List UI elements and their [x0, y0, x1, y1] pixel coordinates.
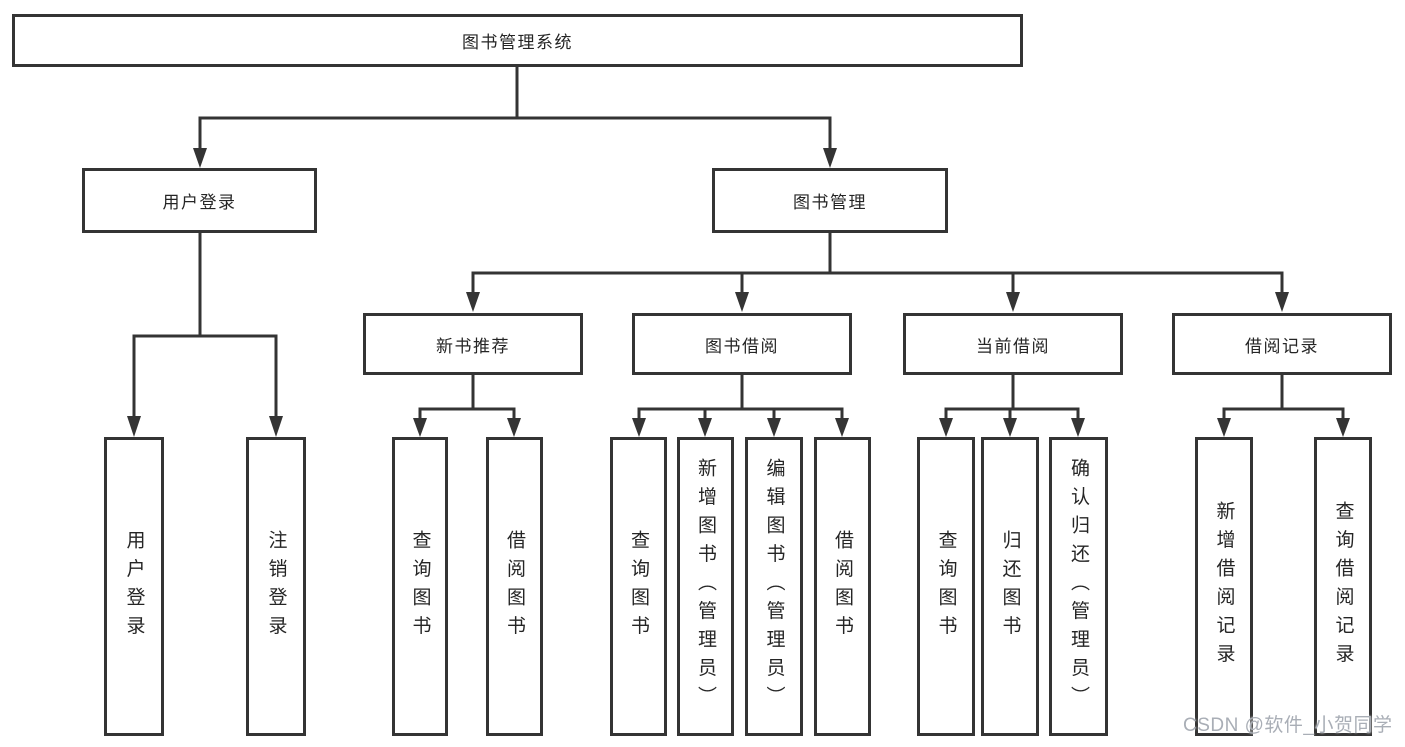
node-leaf-edit-books-admin: 编辑图书（管理员）: [745, 437, 803, 736]
node-current-borrowing-label: 当前借阅: [976, 336, 1050, 356]
node-leaf-logout-label: 注销登录: [265, 529, 287, 644]
node-leaf-recommend-borrow-books-label: 借阅图书: [504, 529, 525, 644]
connector-borrowing-records-children: [1217, 375, 1350, 437]
node-book-management-label: 图书管理: [793, 193, 867, 212]
node-leaf-borrowing-query-books: 查询图书: [610, 437, 667, 736]
node-book-borrowing: 图书借阅: [632, 313, 852, 375]
node-leaf-return-books: 归还图书: [981, 437, 1039, 736]
node-new-book-recommend-label: 新书推荐: [436, 336, 510, 356]
node-root-system: 图书管理系统: [12, 14, 1023, 67]
node-leaf-add-borrow-record-label: 新增借阅记录: [1213, 501, 1235, 672]
node-book-borrowing-label: 图书借阅: [705, 336, 779, 356]
node-leaf-return-books-label: 归还图书: [999, 529, 1021, 644]
node-leaf-borrowing-query-books-label: 查询图书: [628, 529, 649, 644]
node-leaf-recommend-borrow-books: 借阅图书: [486, 437, 543, 736]
node-leaf-recommend-query-books: 查询图书: [392, 437, 448, 736]
node-new-book-recommend: 新书推荐: [363, 313, 583, 375]
connector-root-to-level2: [193, 67, 837, 168]
node-leaf-add-books-admin-label: 新增图书（管理员）: [695, 458, 716, 715]
connector-new-book-recommend-children: [413, 375, 521, 437]
node-leaf-edit-books-admin-label: 编辑图书（管理员）: [763, 458, 785, 715]
csdn-watermark: CSDN @软件_小贺同学: [1183, 715, 1393, 736]
node-current-borrowing: 当前借阅: [903, 313, 1123, 375]
node-leaf-add-books-admin: 新增图书（管理员）: [677, 437, 734, 736]
node-borrowing-records: 借阅记录: [1172, 313, 1392, 375]
node-leaf-borrowing-borrow-books: 借阅图书: [814, 437, 871, 736]
connector-book-management-children: [466, 233, 1289, 312]
node-leaf-recommend-query-books-label: 查询图书: [409, 529, 431, 644]
node-leaf-query-borrow-record: 查询借阅记录: [1314, 437, 1372, 736]
connector-current-borrowing-children: [939, 375, 1085, 437]
node-borrowing-records-label: 借阅记录: [1245, 336, 1319, 356]
node-leaf-user-login: 用户登录: [104, 437, 164, 736]
node-leaf-current-query-books-label: 查询图书: [935, 529, 957, 644]
node-leaf-confirm-return-admin: 确认归还（管理员）: [1049, 437, 1108, 736]
node-leaf-user-login-label: 用户登录: [123, 529, 145, 644]
node-leaf-confirm-return-admin-label: 确认归还（管理员）: [1068, 458, 1089, 715]
node-book-management: 图书管理: [712, 168, 948, 233]
node-user-login-label: 用户登录: [162, 193, 237, 212]
connector-user-login-children: [127, 233, 283, 437]
connector-book-borrowing-children: [632, 375, 849, 437]
node-leaf-current-query-books: 查询图书: [917, 437, 975, 736]
node-user-login: 用户登录: [82, 168, 317, 233]
node-leaf-borrowing-borrow-books-label: 借阅图书: [832, 529, 853, 644]
node-leaf-logout: 注销登录: [246, 437, 306, 736]
node-leaf-query-borrow-record-label: 查询借阅记录: [1332, 501, 1354, 672]
node-leaf-add-borrow-record: 新增借阅记录: [1195, 437, 1253, 736]
node-root-system-label: 图书管理系统: [462, 33, 573, 52]
